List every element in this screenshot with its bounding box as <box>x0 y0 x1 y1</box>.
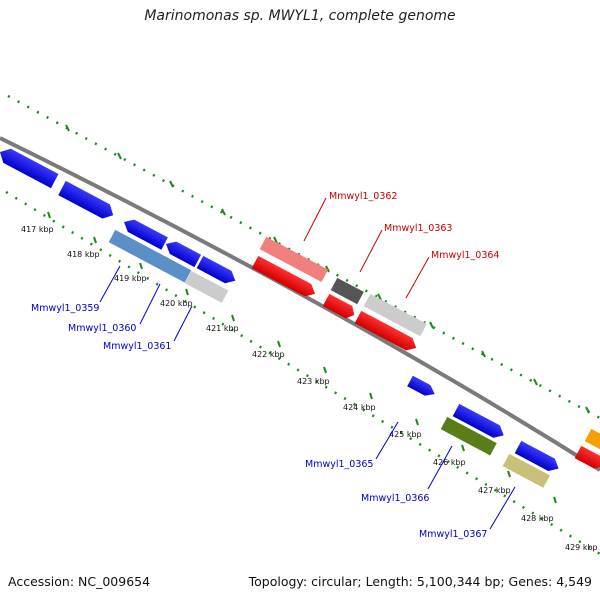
gene-arrow-blue <box>58 180 114 219</box>
gene-arrow-blue <box>0 148 59 189</box>
gene-arrow-red <box>251 255 316 297</box>
gene-block-0360 <box>184 270 229 303</box>
genome-summary-text: Topology: circular; Length: 5,100,344 bp… <box>248 574 592 589</box>
gene-labels: Mmwyl1_0362 Mmwyl1_0363 Mmwyl1_0364 Mmwy… <box>31 191 499 540</box>
kbp-labels: 417 kbp 418 kbp 419 kbp 420 kbp 421 kbp … <box>21 225 598 552</box>
gene-label-0366: Mmwyl1_0366 <box>361 493 429 504</box>
kbp-label-422: 422 kbp <box>252 350 285 359</box>
gene-arrow-blue <box>452 403 504 438</box>
kbp-label-423: 423 kbp <box>297 377 330 386</box>
gene-arrow-red <box>574 445 600 469</box>
gene-block-dark <box>330 277 364 305</box>
kbp-label-418: 418 kbp <box>67 250 100 259</box>
gene-blocks <box>0 148 600 488</box>
gene-label-0363: Mmwyl1_0363 <box>384 223 452 234</box>
gene-block-0359 <box>108 229 192 283</box>
gene-label-0361: Mmwyl1_0361 <box>103 341 171 352</box>
gene-arrow-red <box>322 293 355 319</box>
gene-arrow-blue <box>514 440 559 472</box>
kbp-label-417: 417 kbp <box>21 225 54 234</box>
gene-block-orange <box>584 428 600 456</box>
gene-label-0365: Mmwyl1_0365 <box>305 459 373 470</box>
outer-major-ticks <box>65 124 590 414</box>
gene-label-0367: Mmwyl1_0367 <box>419 529 487 540</box>
gene-arrow-blue <box>124 219 168 250</box>
kbp-label-427: 427 kbp <box>478 486 511 495</box>
gene-block-0363 <box>363 293 427 337</box>
inner-tick-ring <box>5 190 600 556</box>
kbp-label-421: 421 kbp <box>206 324 239 333</box>
gene-block-0365 <box>440 416 497 456</box>
accession-text: Accession: NC_009654 <box>8 574 151 589</box>
gene-arrow-red <box>354 310 417 351</box>
kbp-label-419: 419 kbp <box>114 274 147 283</box>
kbp-label-425: 425 kbp <box>389 430 422 439</box>
outer-tick-ring <box>7 94 600 420</box>
gene-arrow-blue <box>196 255 236 284</box>
kbp-label-420: 420 kbp <box>160 299 193 308</box>
leader-lines-red <box>303 197 430 299</box>
gene-arrow-blue <box>407 375 435 396</box>
kbp-label-428: 428 kbp <box>521 514 554 523</box>
leader-lines-blue <box>99 265 516 530</box>
gene-block-0366 <box>502 453 550 488</box>
gene-block-0362 <box>259 236 329 283</box>
map-title: Marinomonas sp. MWYL1, complete genome <box>144 8 456 24</box>
gene-label-0360: Mmwyl1_0360 <box>68 323 136 334</box>
gene-label-0364: Mmwyl1_0364 <box>431 250 499 261</box>
genome-backbone <box>0 136 600 472</box>
kbp-label-429: 429 kbp <box>565 543 598 552</box>
gene-label-0362: Mmwyl1_0362 <box>329 191 397 202</box>
gene-label-0359: Mmwyl1_0359 <box>31 303 99 314</box>
inner-major-ticks <box>47 211 557 504</box>
kbp-label-424: 424 kbp <box>343 403 376 412</box>
gene-arrow-blue <box>166 241 202 268</box>
kbp-label-426: 426 kbp <box>433 458 466 467</box>
